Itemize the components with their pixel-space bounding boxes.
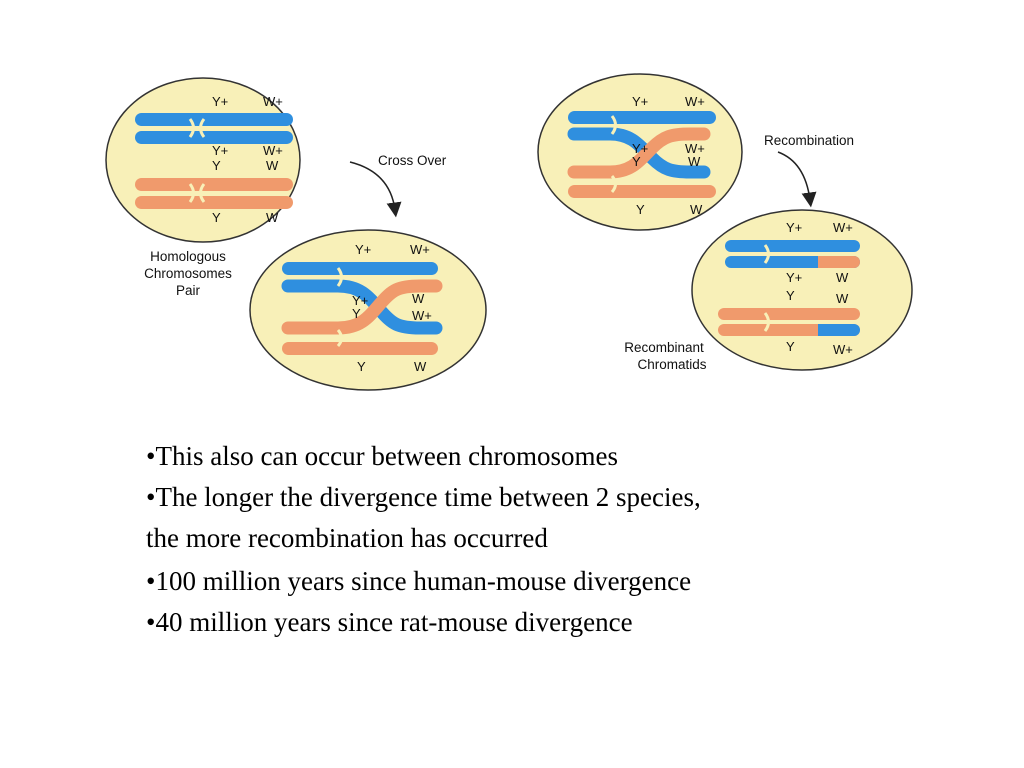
bullet-list: •This also can occur between chromosomes… [146, 436, 906, 643]
gene-label: Y [636, 202, 645, 217]
gene-label: W [414, 359, 427, 374]
blue-chromosome [135, 113, 293, 144]
gene-label: W [836, 270, 849, 285]
homologous-caption-line2: Chromosomes [144, 266, 232, 281]
gene-label: Y [632, 154, 641, 169]
gene-label: W+ [263, 143, 283, 158]
gene-label: W+ [685, 141, 705, 156]
gene-label: Y+ [632, 141, 648, 156]
gene-label: Y [212, 158, 221, 173]
gene-label: Y [786, 339, 795, 354]
gene-label: Y+ [212, 143, 228, 158]
bullet-item-continuation: the more recombination has occurred [146, 523, 548, 553]
gene-label: W+ [410, 242, 430, 257]
orange-chromosome [281, 279, 443, 355]
orange-chromosome [135, 178, 293, 209]
gene-label: Y [357, 359, 366, 374]
cell-chromatid-exchange: Y+ W+ Y+ W+ Y W Y W [537, 73, 743, 231]
gene-label: W+ [833, 342, 853, 357]
cross-over-label: Cross Over [378, 153, 447, 168]
gene-label: Y+ [786, 270, 802, 285]
bullet-item: •The longer the divergence time between … [146, 482, 701, 512]
gene-label: W [688, 154, 701, 169]
cell-crossing-over: Y+ W+ Y+ W Y W+ Y W [249, 229, 487, 391]
gene-label: Y+ [786, 220, 802, 235]
cross-over-arrow [349, 161, 402, 218]
orange-chromosome [718, 308, 860, 336]
chromosome-crossover-diagram: Y+ W+ Y+ W+ Y W Y W Cross Over Homologou… [105, 73, 913, 391]
gene-label: Y [786, 288, 795, 303]
homologous-caption-line3: Pair [176, 283, 201, 298]
cell-homologous-pair: Y+ W+ Y+ W+ Y W Y W [105, 77, 301, 243]
gene-label: W+ [263, 94, 283, 109]
gene-label: W+ [685, 94, 705, 109]
cell-recombinant-chromatids: Y+ W+ Y+ W Y W Y W+ [691, 209, 913, 371]
recombinant-caption-line2: Chromatids [637, 357, 706, 372]
gene-label: Y+ [352, 293, 368, 308]
gene-label: Y+ [632, 94, 648, 109]
gene-label: W [266, 158, 279, 173]
gene-label: W+ [833, 220, 853, 235]
recombinant-caption-line1: Recombinant [624, 340, 704, 355]
bullet-item: •100 million years since human-mouse div… [146, 566, 692, 596]
gene-label: Y [212, 210, 221, 225]
blue-chromosome [725, 240, 860, 268]
gene-label: Y+ [355, 242, 371, 257]
gene-label: W [690, 202, 703, 217]
gene-label: Y+ [212, 94, 228, 109]
bullet-item: •40 million years since rat-mouse diverg… [146, 607, 633, 637]
bullet-item: •This also can occur between chromosomes [146, 441, 619, 471]
homologous-caption-line1: Homologous [150, 249, 226, 264]
gene-label: W+ [412, 308, 432, 323]
recombination-label: Recombination [764, 133, 854, 148]
blue-chromosome [567, 111, 716, 179]
gene-label: Y [352, 306, 361, 321]
recombination-arrow [777, 151, 817, 208]
gene-label: W [266, 210, 279, 225]
gene-label: W [412, 291, 425, 306]
orange-chromosome [567, 127, 716, 198]
gene-label: W [836, 291, 849, 306]
